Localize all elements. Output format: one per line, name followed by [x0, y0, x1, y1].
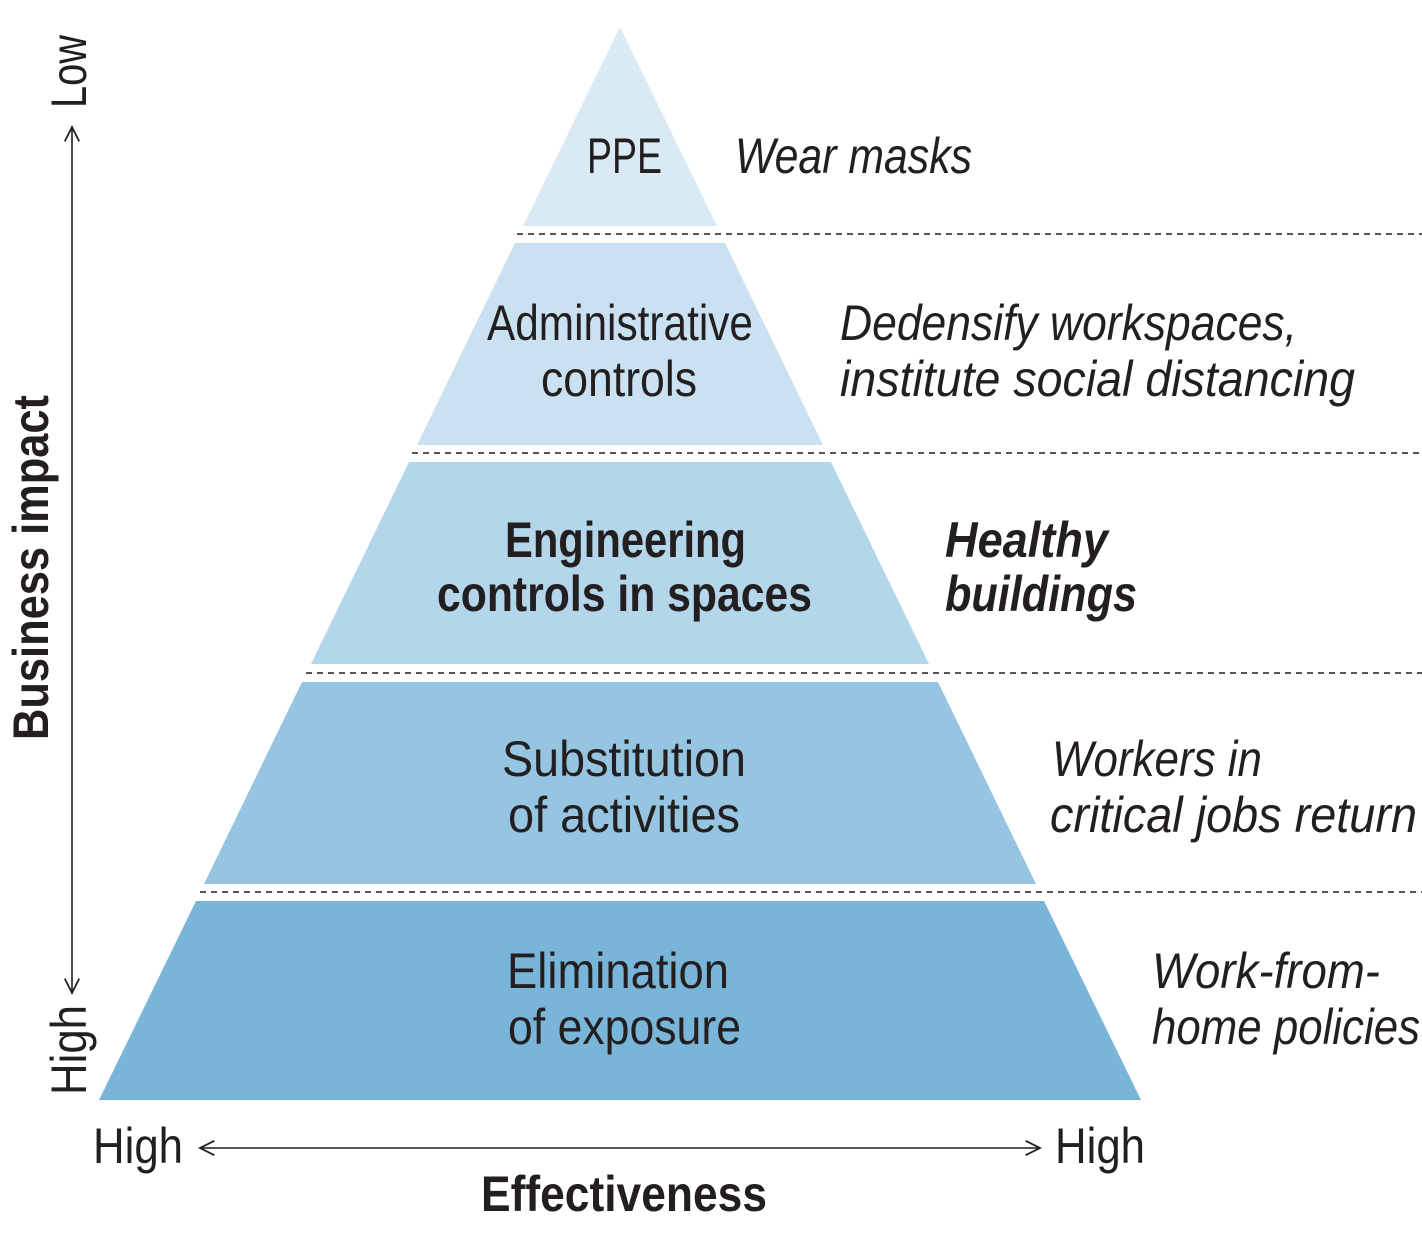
x-axis-left-label: High	[93, 1118, 183, 1174]
level-label-administrative: controls	[541, 351, 697, 407]
level-label-elimination: of exposure	[508, 999, 741, 1055]
level-label-substitution: of activities	[508, 787, 740, 843]
example-engineering: buildings	[945, 566, 1137, 622]
band-administrative	[417, 243, 823, 445]
y-axis-top-label: Low	[41, 34, 97, 108]
level-label-administrative: Administrative	[487, 295, 753, 351]
example-elimination: Work-from-	[1152, 943, 1380, 999]
example-substitution: Workers in	[1052, 731, 1262, 787]
example-administrative: Dedensify workspaces,	[840, 295, 1297, 351]
example-administrative: institute social distancing	[840, 351, 1355, 407]
example-elimination: home policies	[1152, 999, 1420, 1055]
x-axis-right-label: High	[1055, 1118, 1145, 1174]
example-engineering: Healthy	[945, 512, 1110, 568]
band-ppe	[523, 27, 717, 226]
y-axis-title: Business impact	[3, 395, 59, 740]
x-axis-title: Effectiveness	[481, 1166, 767, 1222]
band-substitution	[204, 682, 1036, 884]
band-elimination	[99, 901, 1141, 1100]
level-label-elimination: Elimination	[507, 943, 729, 999]
example-ppe: Wear masks	[735, 128, 972, 184]
level-label-engineering: controls in spaces	[437, 566, 812, 622]
band-engineering	[311, 462, 929, 664]
example-substitution: critical jobs return	[1050, 787, 1417, 843]
level-label-substitution: Substitution	[502, 731, 746, 787]
level-label-ppe: PPE	[587, 128, 662, 184]
level-label-engineering: Engineering	[505, 512, 746, 568]
y-axis-bottom-label: High	[41, 1005, 97, 1095]
